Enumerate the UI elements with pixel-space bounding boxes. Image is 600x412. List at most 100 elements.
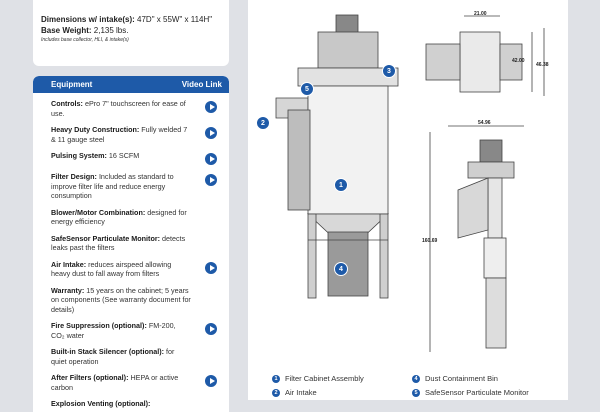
callout-4: 4 [334, 262, 348, 276]
equipment-item-title: Controls: [51, 99, 83, 108]
dim-top-height: 42.00 [512, 58, 525, 64]
equipment-item-title: Pulsing System: [51, 151, 107, 160]
equipment-item: Built-in Stack Silencer (optional): for … [33, 347, 229, 366]
dimensions-label: Dimensions w/ intake(s): [41, 15, 135, 24]
equipment-item-desc: detects leaks past the filters [51, 233, 186, 253]
equipment-item-text: Controls: ePro 7" touchscreen for ease o… [51, 99, 191, 118]
equipment-item-title: After Filters (optional): [51, 373, 129, 382]
legend-label-4: Dust Containment Bin [425, 374, 498, 383]
equipment-item-title: Filter Design: [51, 172, 97, 181]
dim-side-width: 54.96 [478, 120, 491, 126]
play-video-icon[interactable] [205, 323, 217, 335]
callout-3: 3 [382, 64, 396, 78]
equipment-item: Pulsing System: 16 SCFM [33, 151, 229, 165]
equipment-item: Air Intake: reduces airspeed allowing he… [33, 260, 229, 279]
dimensions-value: 47D" x 55W" x 114H" [137, 15, 213, 24]
equipment-item-desc: ePro 7" touchscreen for ease of use. [51, 99, 186, 118]
legend-item-1: 1 Filter Cabinet Assembly [272, 374, 364, 383]
dim-top-width: 21.00 [474, 11, 487, 17]
callout-2: 2 [256, 116, 270, 130]
equipment-item: After Filters (optional): HEPA or active… [33, 373, 229, 392]
equipment-item-text: Blower/Motor Combination: designed for e… [51, 208, 191, 227]
equipment-item: SafeSensor Particulate Monitor: detects … [33, 234, 229, 253]
equipment-item-title: SafeSensor Particulate Monitor: [51, 233, 161, 243]
equipment-item-desc: 15 years on the cabinet; 5 years on comp… [51, 285, 191, 314]
side-view [429, 125, 524, 352]
equipment-item-text: Warranty: 15 years on the cabinet; 5 yea… [51, 286, 191, 315]
callout-5: 5 [300, 82, 314, 96]
play-video-icon[interactable] [205, 153, 217, 165]
equipment-item-text: Pulsing System: 16 SCFM [51, 151, 191, 161]
equipment-item-desc: FM-200, CO₂ water [51, 321, 176, 340]
diagram-panel: 1 2 3 4 5 21.00 42.00 46.38 54.96 160.69… [248, 0, 568, 400]
dust-bin [327, 231, 369, 297]
legend-label-2: Air Intake [285, 388, 317, 397]
weight-line: Base Weight: 2,135 lbs. [41, 25, 221, 36]
equipment-item: Controls: ePro 7" touchscreen for ease o… [33, 99, 229, 118]
equipment-item-desc: reduces airspeed allowing heavy dust to … [51, 259, 172, 279]
equipment-item-text: Filter Design: Included as standard to i… [51, 172, 191, 201]
play-video-icon[interactable] [205, 261, 217, 274]
play-video-icon[interactable] [205, 375, 217, 387]
leg-left [307, 213, 317, 299]
equipment-item-desc: for quiet operation [51, 347, 175, 366]
equipment-item-text: Fire Suppression (optional): FM-200, CO₂… [51, 321, 191, 340]
play-video-icon[interactable] [205, 101, 217, 113]
air-intake [287, 109, 311, 211]
legend-item-4: 4 Dust Containment Bin [412, 374, 498, 383]
legend-num-2: 2 [272, 388, 280, 397]
equipment-item-text: After Filters (optional): HEPA or active… [51, 373, 191, 392]
equipment-item-text: SafeSensor Particulate Monitor: detects … [51, 234, 191, 253]
equipment-item-text: Heavy Duty Construction: Fully welded 7 … [51, 125, 191, 144]
equipment-item-title: Heavy Duty Construction: [51, 125, 140, 134]
leg-right [379, 213, 389, 299]
equipment-item: Warranty: 15 years on the cabinet; 5 yea… [33, 286, 229, 315]
callout-1: 1 [334, 178, 348, 192]
equipment-item: Explosion Venting (optional): [33, 399, 229, 409]
equipment-item-title: Fire Suppression (optional): [51, 321, 147, 330]
equipment-item-desc: Fully welded 7 & 11 gauge steel [51, 125, 188, 144]
equipment-item-text: Explosion Venting (optional): [51, 399, 191, 409]
equipment-item: Filter Design: Included as standard to i… [33, 172, 229, 201]
weight-label: Base Weight: [41, 26, 92, 35]
equipment-header: Equipment Video Link [33, 76, 229, 93]
equipment-box: Equipment Video Link Controls: ePro 7" t… [33, 76, 229, 412]
equipment-item: Heavy Duty Construction: Fully welded 7 … [33, 125, 229, 144]
legend-label-1: Filter Cabinet Assembly [285, 374, 364, 383]
left-column: Dimensions w/ intake(s): 47D" x 55W" x 1… [33, 0, 229, 412]
top-view [425, 15, 545, 96]
equipment-item-desc: HEPA or active carbon [51, 373, 179, 392]
video-link-title: Video Link [181, 80, 222, 89]
equipment-item-text: Air Intake: reduces airspeed allowing he… [51, 260, 191, 279]
equipment-item-text: Built-in Stack Silencer (optional): for … [51, 347, 191, 366]
equipment-item-desc: 16 SCFM [108, 151, 140, 160]
collector-diagram [275, 14, 545, 352]
legend-item-5: 5 SafeSensor Particulate Monitor [412, 388, 529, 397]
play-video-icon[interactable] [205, 174, 217, 186]
legend-item-2: 2 Air Intake [272, 388, 317, 397]
equipment-item: Fire Suppression (optional): FM-200, CO₂… [33, 321, 229, 340]
dim-side-height: 160.69 [422, 238, 438, 244]
play-video-icon[interactable] [205, 127, 217, 139]
equipment-item-desc: Included as standard to improve filter l… [51, 172, 174, 200]
filter-cabinet [307, 85, 389, 215]
front-view [275, 14, 399, 299]
blower-housing [317, 31, 379, 69]
weight-value: 2,135 lbs. [93, 26, 129, 35]
equipment-item-title: Air Intake: [51, 259, 87, 269]
equipment-title: Equipment [51, 80, 93, 89]
equipment-item-title: Warranty: [51, 285, 85, 295]
equipment-list: Controls: ePro 7" touchscreen for ease o… [33, 93, 229, 409]
weight-note: Includes base collector, HLI, & intake(s… [41, 37, 129, 43]
equipment-item-title: Blower/Motor Combination: [51, 207, 146, 217]
legend-num-1: 1 [272, 374, 280, 383]
legend-num-4: 4 [412, 374, 420, 383]
equipment-item-desc: designed for energy efficiency [51, 207, 187, 227]
dimensions-line: Dimensions w/ intake(s): 47D" x 55W" x 1… [41, 14, 221, 25]
equipment-item: Blower/Motor Combination: designed for e… [33, 208, 229, 227]
specifications-box: Dimensions w/ intake(s): 47D" x 55W" x 1… [33, 0, 229, 66]
equipment-item-title: Built-in Stack Silencer (optional): [51, 347, 165, 356]
legend-label-5: SafeSensor Particulate Monitor [425, 388, 529, 397]
equipment-item-title: Explosion Venting (optional): [51, 399, 151, 408]
legend-num-5: 5 [412, 388, 420, 397]
